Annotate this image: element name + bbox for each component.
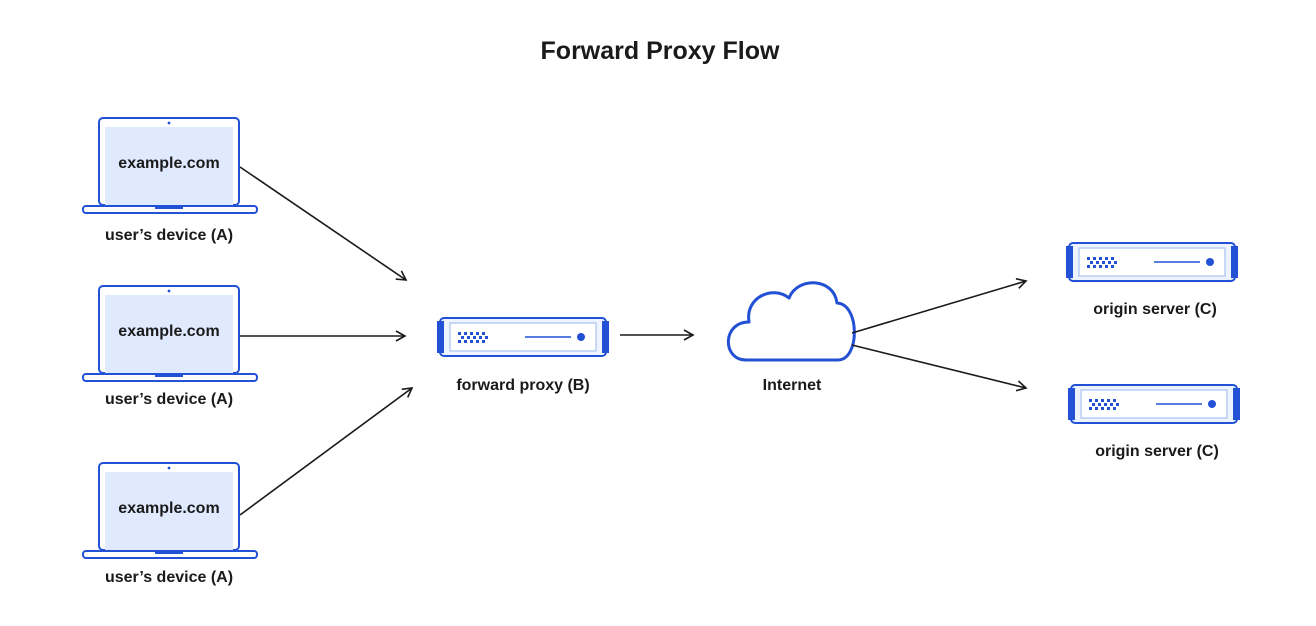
- origin-server-2: origin server (C): [1068, 384, 1240, 460]
- device-label: user’s device (A): [105, 391, 233, 408]
- device-screen-text: example.com: [118, 500, 219, 517]
- laptop-icon: [82, 117, 258, 214]
- arrow-icon: [239, 387, 414, 516]
- internet-label: Internet: [763, 377, 822, 394]
- user-device-3: example.com user’s device (A): [82, 462, 258, 586]
- internet-cloud: Internet: [726, 281, 856, 394]
- device-screen-text: example.com: [118, 155, 219, 172]
- forward-proxy: forward proxy (B): [437, 317, 609, 394]
- arrow-icon: [851, 344, 1028, 392]
- server-icon: [1068, 384, 1240, 424]
- flow-arrows: [239, 166, 1028, 516]
- user-device-1: example.com user’s device (A): [82, 117, 258, 244]
- device-screen-text: example.com: [118, 323, 219, 340]
- server-label: origin server (C): [1095, 443, 1219, 460]
- device-label: user’s device (A): [105, 569, 233, 586]
- proxy-label: forward proxy (B): [456, 377, 589, 394]
- server-icon: [1066, 242, 1238, 282]
- device-label: user’s device (A): [105, 227, 233, 244]
- origin-server-1: origin server (C): [1066, 242, 1238, 318]
- cloud-icon: [726, 281, 856, 362]
- user-device-2: example.com user’s device (A): [82, 285, 258, 408]
- arrow-icon: [851, 278, 1028, 334]
- server-label: origin server (C): [1093, 301, 1217, 318]
- arrow-icon: [239, 166, 408, 281]
- laptop-icon: [82, 285, 258, 382]
- diagram-title: Forward Proxy Flow: [541, 37, 780, 65]
- server-icon: [437, 317, 609, 357]
- laptop-icon: [82, 462, 258, 559]
